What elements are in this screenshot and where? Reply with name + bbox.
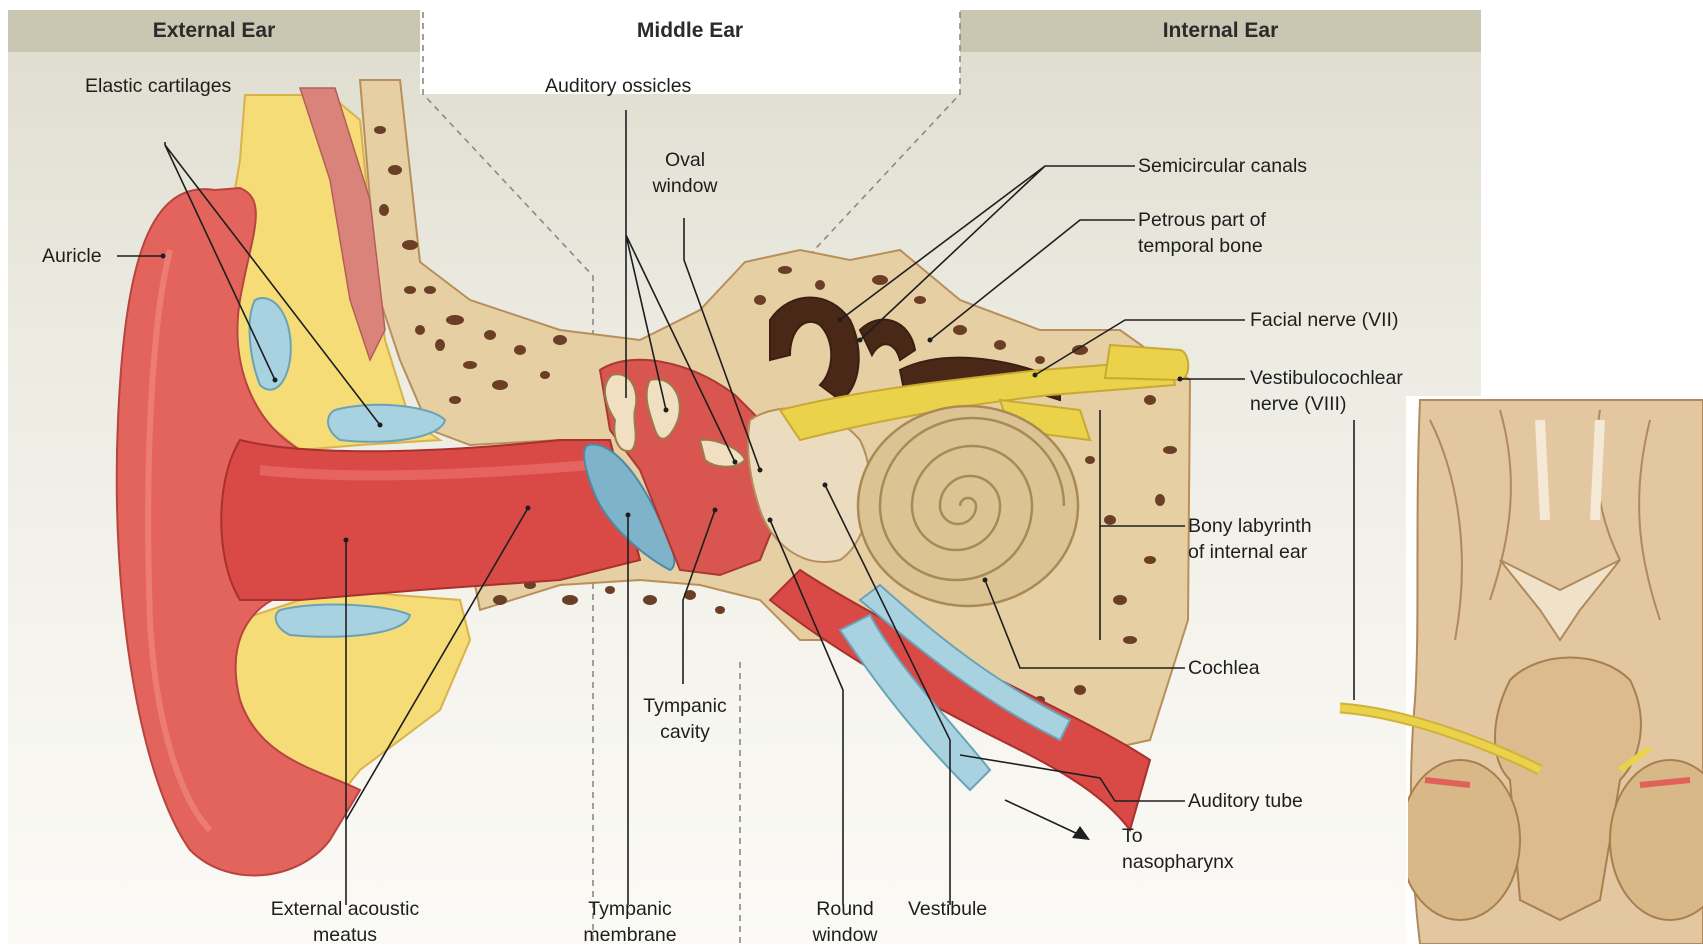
label-petrous-part: Petrous part of temporal bone: [1138, 207, 1266, 259]
label-oval-window: Oval window: [640, 147, 730, 199]
label-elastic-cartilages: Elastic cartilages: [85, 73, 231, 99]
label-auditory-tube: Auditory tube: [1188, 788, 1303, 814]
label-bony-labyrinth: Bony labyrinth of internal ear: [1188, 513, 1312, 565]
label-vestibulocochlear-nerve: Vestibulocochlear nerve (VIII): [1250, 365, 1403, 417]
label-auricle: Auricle: [42, 243, 102, 269]
label-tympanic-membrane: Tympanic membrane: [580, 896, 680, 948]
label-vestibule: Vestibule: [908, 896, 987, 922]
label-auditory-ossicles: Auditory ossicles: [545, 73, 691, 99]
label-tympanic-cavity: Tympanic cavity: [630, 693, 740, 745]
label-round-window: Round window: [800, 896, 890, 948]
label-external-acoustic-meatus: External acoustic meatus: [245, 896, 445, 948]
brain-drawing: [1400, 398, 1703, 944]
label-cochlea: Cochlea: [1188, 655, 1260, 681]
label-to-nasopharynx: To nasopharynx: [1122, 823, 1234, 875]
label-facial-nerve: Facial nerve (VII): [1250, 307, 1398, 333]
label-semicircular-canals: Semicircular canals: [1138, 153, 1307, 179]
